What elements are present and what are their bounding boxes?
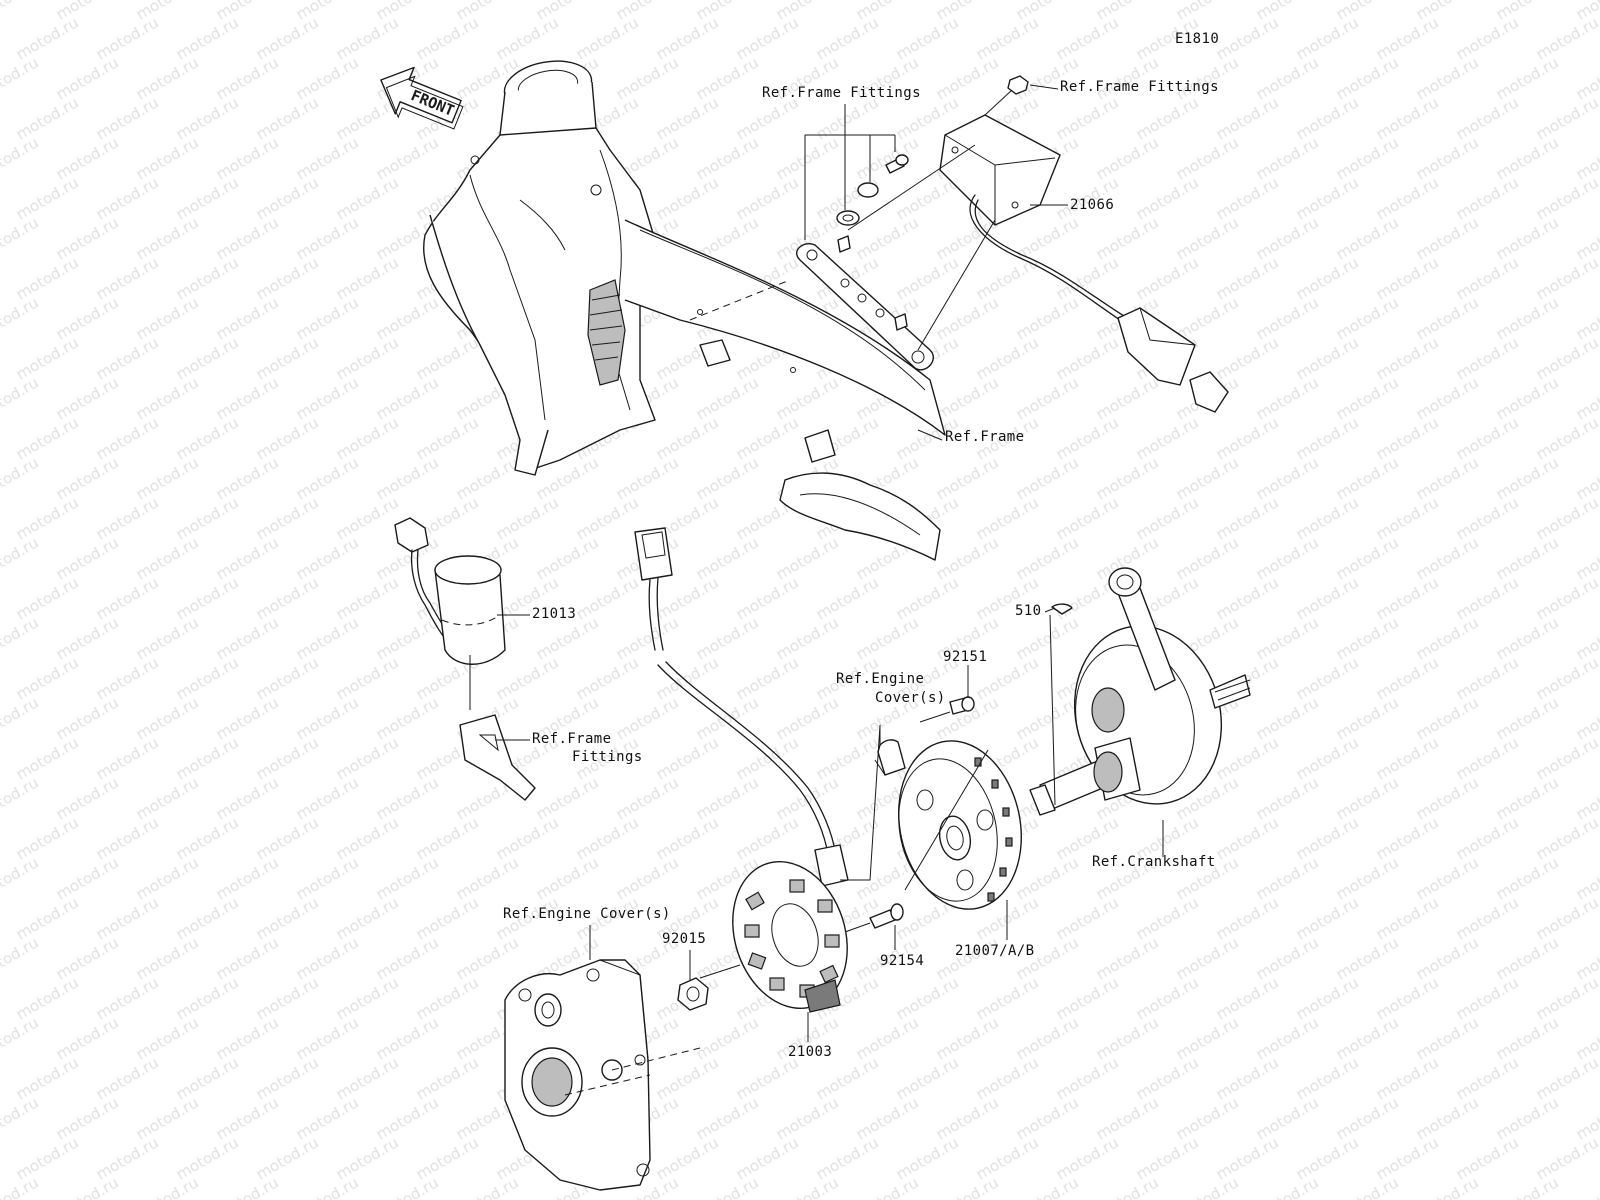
callout-ref-crankshaft: Ref.Crankshaft — [1092, 854, 1216, 870]
rotor-21007-drawing — [898, 740, 1022, 910]
engine-cover-drawing — [504, 959, 701, 1191]
ecu-21066-drawing — [796, 75, 1229, 413]
stator-coils — [744, 879, 840, 998]
callout-21013: 21013 — [532, 606, 577, 622]
capacitor-21013-drawing — [394, 517, 536, 801]
callout-ref-frame-fittings-lower-1: Ref.Frame — [532, 731, 612, 747]
leader-lines — [495, 84, 1164, 1042]
callout-ref-engine-covers-lower: Ref.Engine Cover(s) — [503, 906, 671, 922]
callout-ref-frame-fittings-top: Ref.Frame Fittings — [762, 85, 921, 101]
rotor-teeth — [974, 757, 1013, 902]
callout-ref-frame: Ref.Frame — [945, 429, 1025, 445]
bolt-92151-drawing — [874, 696, 975, 776]
callout-ref-frame-fittings-lower-2: Fittings — [572, 749, 643, 765]
callout-92154: 92154 — [880, 953, 925, 969]
callout-ref-engine-covers-upper-2: Cover(s) — [875, 690, 946, 706]
crankshaft-drawing — [1029, 567, 1251, 816]
callout-92015: 92015 — [662, 931, 707, 947]
callout-ref-engine-covers-upper-1: Ref.Engine — [836, 671, 925, 687]
stator-21003-drawing — [699, 860, 848, 1013]
frame-drawing — [423, 60, 946, 561]
callout-21066: 21066 — [1070, 197, 1115, 213]
stator-harness-drawing — [634, 527, 849, 887]
bolt-92154-drawing — [844, 903, 904, 933]
callout-510: 510 — [1015, 603, 1042, 619]
callout-ref-frame-fittings-right: Ref.Frame Fittings — [1060, 79, 1219, 95]
callout-21003: 21003 — [788, 1044, 833, 1060]
front-arrow-icon: FRONT — [380, 66, 464, 130]
nut-92015-drawing — [677, 977, 709, 1011]
callout-21007: 21007/A/B — [955, 943, 1035, 959]
callout-92151: 92151 — [943, 649, 988, 665]
diagram-code: E1810 — [1175, 31, 1220, 47]
